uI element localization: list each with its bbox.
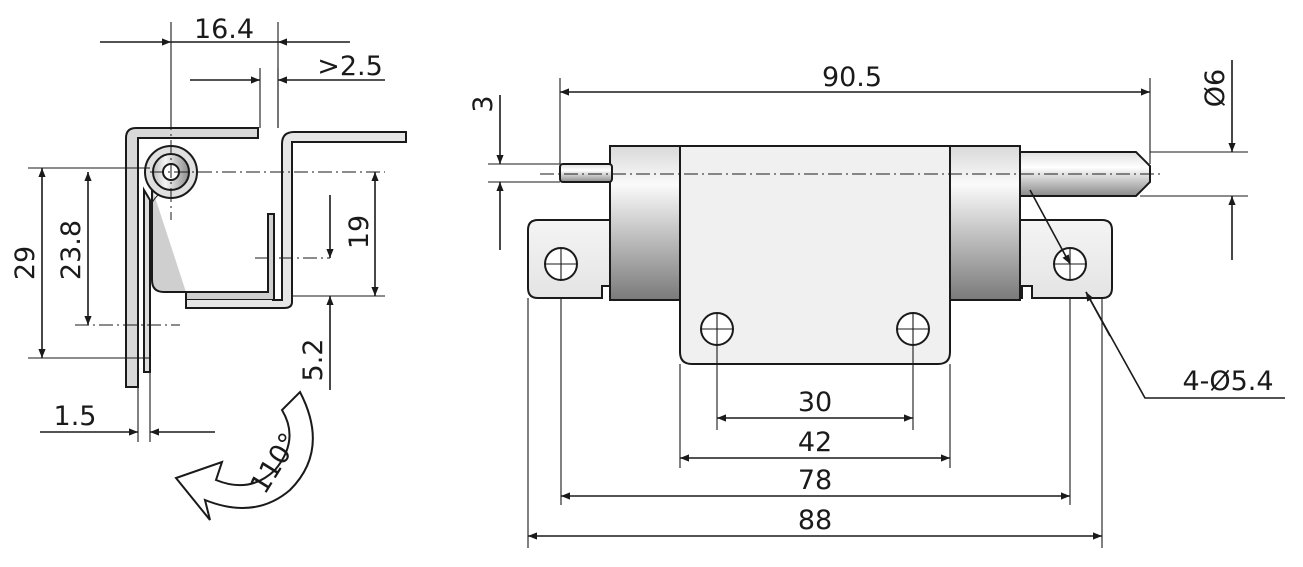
- side-view: 16.4 >2.5 29 23.8 19 5.2 1.5 110°: [10, 14, 407, 521]
- knuckle-left: [609, 145, 681, 301]
- dim-gap: >2.5: [317, 51, 383, 82]
- dim-19: 19: [344, 215, 375, 249]
- dim-1-5: 1.5: [54, 401, 97, 432]
- dim-90-5: 90.5: [822, 62, 882, 93]
- dim-88: 88: [798, 505, 832, 536]
- rotation-arrow-icon: 110°: [174, 390, 314, 521]
- pin-right: [1019, 151, 1151, 197]
- dim-23-8: 23.8: [56, 220, 87, 280]
- mounting-holes: [544, 247, 1087, 346]
- dim-42: 42: [798, 427, 832, 458]
- front-view: 90.5 3 Ø6 4-Ø5.4 30 42 78: [468, 60, 1285, 548]
- dim-pin-diameter: Ø6: [1200, 69, 1231, 107]
- dim-3: 3: [468, 95, 499, 112]
- pin-left: [559, 163, 613, 183]
- hole-icon: [700, 312, 734, 346]
- hole-icon: [896, 312, 930, 346]
- dim-16-4: 16.4: [194, 14, 254, 45]
- knuckle-right: [949, 145, 1021, 301]
- dim-29: 29: [10, 246, 41, 280]
- dim-78: 78: [798, 465, 832, 496]
- dim-30: 30: [798, 387, 832, 418]
- dim-hole-spec: 4-Ø5.4: [1182, 366, 1273, 397]
- dim-5-2: 5.2: [298, 339, 329, 382]
- leaf-plate: [679, 145, 951, 365]
- hole-icon: [544, 247, 578, 281]
